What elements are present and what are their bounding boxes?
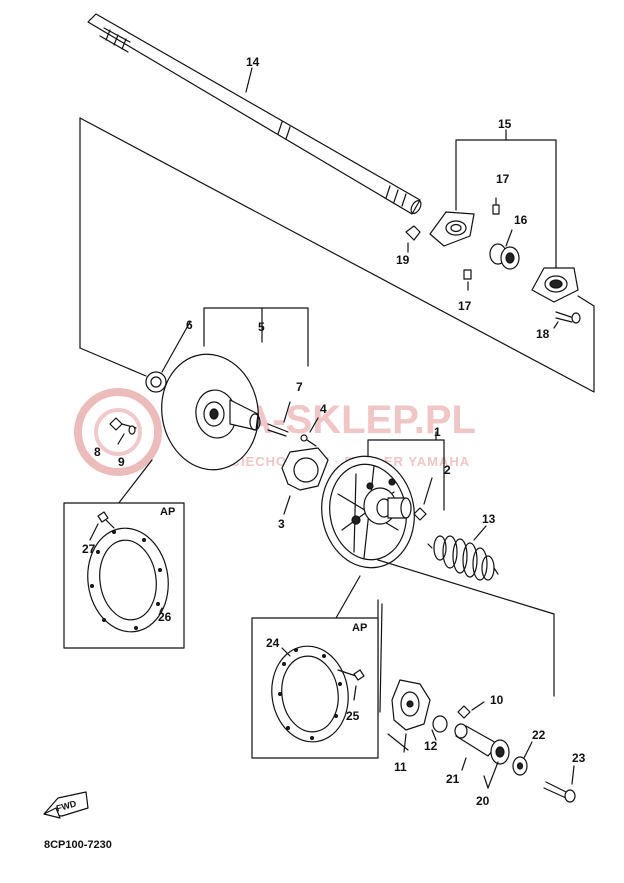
label-16: 16: [514, 213, 528, 227]
label-1: 1: [434, 425, 441, 439]
group-frame: [79, 117, 595, 393]
label-13: 13: [482, 512, 496, 526]
bearing-housing-left: [429, 211, 475, 247]
label-8: 8: [94, 445, 101, 459]
label-27: 27: [82, 542, 96, 556]
cam-plate: [281, 447, 329, 515]
label-3: 3: [278, 517, 285, 531]
label-17-bottom: 17: [458, 299, 472, 313]
label-11: 11: [394, 760, 407, 774]
label-24: 24: [266, 636, 280, 650]
label-22: 22: [532, 728, 546, 742]
label-6: 6: [186, 318, 193, 332]
bearing: [489, 229, 520, 270]
fwd-arrow-icon: [43, 791, 89, 819]
label-17-top: 17: [496, 172, 510, 186]
label-10: 10: [490, 693, 504, 707]
ap-tag-right: AP: [352, 622, 368, 634]
ap-tag-left: AP: [160, 506, 176, 518]
label-9: 9: [118, 455, 125, 469]
drive-shaft: [87, 13, 422, 215]
watermark-subtext: WOJCIECHOWSCY · DEALER YAMAHA: [198, 454, 471, 469]
label-15: 15: [498, 117, 512, 131]
label-26: 26: [158, 610, 172, 624]
label-5: 5: [258, 320, 265, 334]
cam-weight: [387, 679, 431, 753]
label-7: 7: [296, 380, 303, 394]
label-2: 2: [444, 463, 451, 477]
label-25: 25: [346, 709, 360, 723]
fixed-sheave: [161, 353, 261, 471]
label-12: 12: [424, 739, 438, 753]
compression-spring: [427, 525, 499, 581]
label-19: 19: [396, 253, 410, 267]
label-23: 23: [572, 751, 586, 765]
diagram-code: 8CP100-7230: [44, 839, 112, 851]
sliding-sheave: [321, 455, 415, 569]
oil-seal: [145, 371, 167, 393]
label-18: 18: [536, 327, 550, 341]
label-4: 4: [320, 402, 327, 416]
label-21: 21: [446, 772, 460, 786]
bearing-housing-right: [531, 267, 579, 303]
label-20: 20: [476, 794, 490, 808]
label-14: 14: [246, 55, 260, 69]
